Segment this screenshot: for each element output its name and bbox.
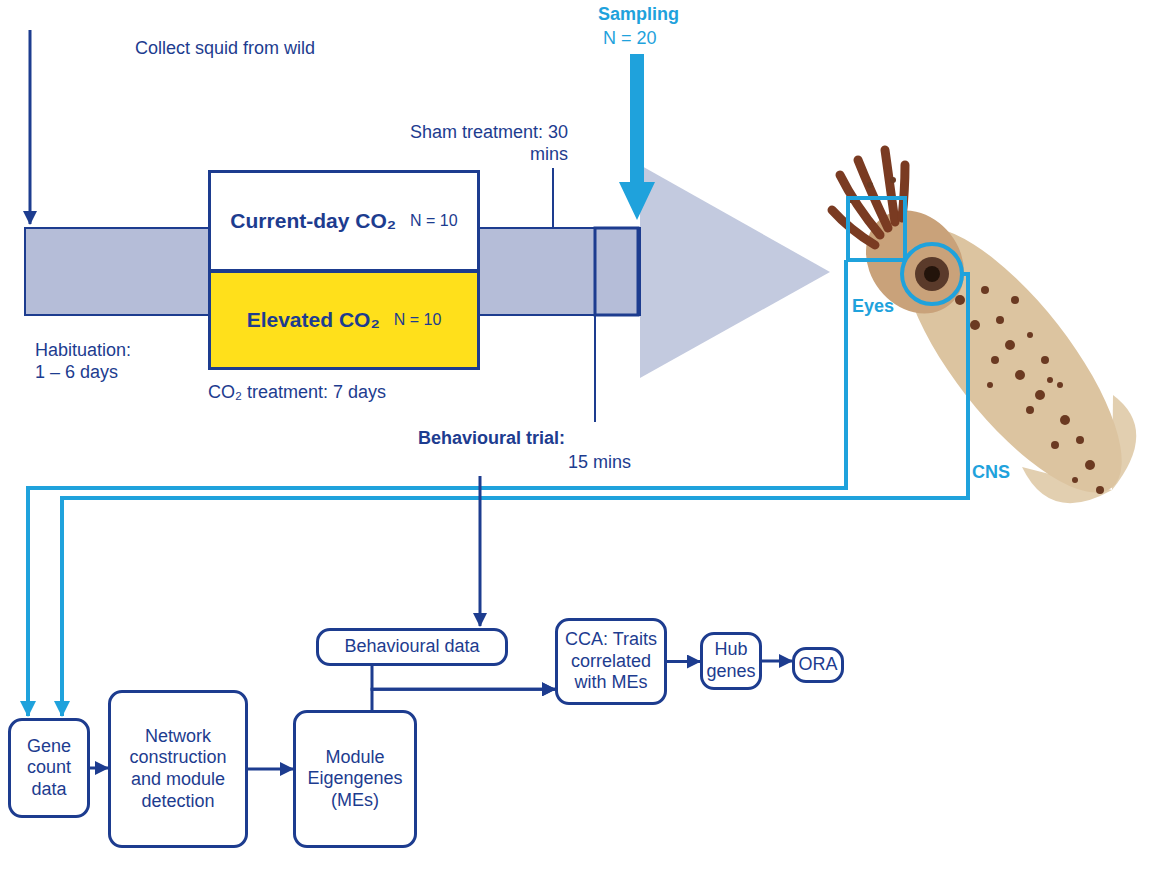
squid-spots (955, 295, 965, 305)
tissue-line (62, 274, 968, 716)
squid-spots (1051, 441, 1059, 449)
squid-spots (1035, 390, 1045, 400)
cns-marker (902, 244, 962, 304)
squid-spots (1057, 382, 1063, 388)
process-box: Network construction and module detectio… (108, 690, 248, 848)
timeline-arrowhead (640, 165, 830, 378)
squid-arms (885, 150, 895, 222)
box-text: Network construction and module detectio… (117, 726, 239, 812)
box-text: Module Eigengenes (MEs) (302, 747, 408, 812)
squid-spots (867, 182, 873, 188)
process-box: ORA (792, 647, 844, 683)
flow-connector (372, 666, 555, 689)
squid-spots (1096, 486, 1104, 494)
squid-spots (1076, 436, 1084, 444)
box-text: Gene count data (17, 736, 81, 801)
treatment-box: Elevated CO₂ N = 10 (208, 270, 480, 370)
squid-spots (1072, 477, 1078, 483)
annotation-label: Habituation: 1 – 6 days (35, 340, 139, 384)
squid-spots (981, 286, 989, 294)
process-box: CCA: Traits correlated with MEs (555, 618, 667, 705)
process-box: Hub genes (700, 632, 762, 690)
flow-connector (667, 660, 700, 663)
annotation-label: Behavioural trial: (418, 428, 565, 450)
squid-spots (991, 356, 999, 364)
treatment-box: Current-day CO₂ N = 10 (208, 170, 480, 272)
squid-spots (1060, 415, 1070, 425)
sampling-arrow (619, 54, 655, 220)
flow-connector (372, 689, 555, 710)
tissue-line (28, 260, 846, 716)
collect-arrow (29, 30, 32, 224)
annotation-label: 15 mins (568, 452, 631, 474)
box-text: Behavioural data (344, 636, 479, 658)
squid-spots (1027, 332, 1033, 338)
sample-size: N = 10 (410, 211, 458, 230)
box-text: ORA (799, 654, 838, 676)
squid-spots (1085, 460, 1095, 470)
squid-pupil (924, 266, 940, 282)
squid-eye (915, 257, 949, 291)
treatment-name: Current-day CO₂ (230, 208, 396, 233)
flow-connector (762, 660, 792, 663)
flow-connector (90, 767, 108, 770)
annotation-label: Sampling (598, 4, 679, 26)
squid-spots (1015, 370, 1025, 380)
squid-spots (970, 320, 980, 330)
treatment-name: Elevated CO₂ (247, 307, 380, 332)
squid-spots (1047, 377, 1053, 383)
annotation-label: Collect squid from wild (135, 38, 315, 60)
eyes-marker (848, 198, 905, 260)
box-text: Hub genes (706, 639, 755, 682)
data-box: Behavioural data (316, 628, 508, 666)
box-text: CCA: Traits correlated with MEs (564, 629, 658, 694)
annotation-label: Eyes (852, 296, 894, 318)
squid-spots (1011, 296, 1019, 304)
squid-illustration (832, 150, 1157, 523)
squid-spots (1026, 406, 1034, 414)
squid-spots (890, 177, 896, 183)
annotation-label: CNS (972, 462, 1010, 484)
flow-connector (248, 768, 293, 771)
data-box: Gene count data (8, 718, 90, 818)
squid-spots (1041, 356, 1049, 364)
annotation-label: N = 20 (603, 28, 657, 50)
squid-spots (847, 177, 1104, 494)
trial-segment (595, 228, 638, 315)
trial-arrow (479, 476, 482, 626)
process-box: Module Eigengenes (MEs) (293, 710, 417, 848)
leader-line (552, 168, 554, 228)
squid-arms (832, 210, 875, 245)
annotation-label: Sham treatment: 30 mins (408, 122, 568, 166)
squid-spots (996, 316, 1004, 324)
squid-spots (987, 382, 993, 388)
sample-size: N = 10 (394, 310, 442, 329)
squid-spots (1005, 340, 1015, 350)
annotation-label: CO₂ treatment: 7 days (208, 382, 386, 404)
leader-line (594, 315, 596, 422)
